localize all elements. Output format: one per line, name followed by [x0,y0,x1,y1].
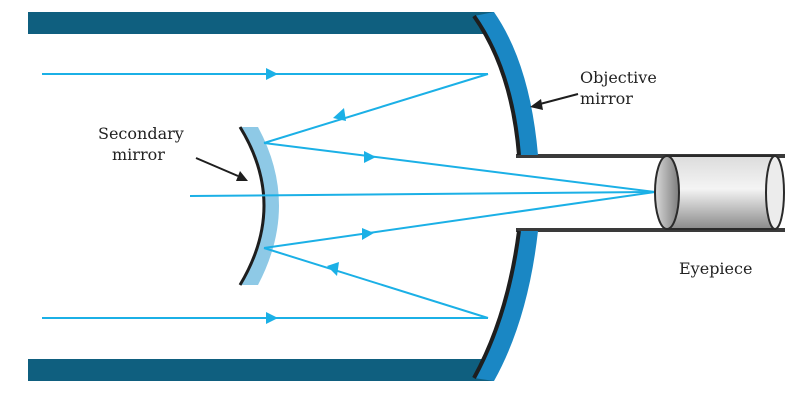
secondary-pointer-line [195,157,239,177]
eyepiece-label: Eyepiece [679,259,752,278]
arrowhead-icon [266,312,278,324]
ray-arrowheads [266,68,376,324]
objective-mirror-upper-edge [472,14,521,156]
secondary-mirror-edge [238,126,266,286]
objective-mirror-label-line1: Objective [580,68,657,87]
tube-top-wall [28,12,494,34]
arrowhead-icon [530,99,543,110]
objective-mirror-lower [474,231,538,381]
axis-ray [189,191,656,197]
ray-to-focus-bottom [263,191,656,249]
objective-pointer-line [539,93,579,105]
label-pointers [195,93,579,181]
eyepiece-far-end [765,155,785,230]
secondary-mirror-label-line2: mirror [112,145,165,164]
arrowhead-icon [327,262,339,276]
arrowhead-icon [362,228,374,240]
objective-mirror-label-line2: mirror [580,89,633,108]
arrowhead-icon [236,171,248,181]
objective-mirror-lower-edge [472,230,521,379]
reflected-ray-bottom [263,247,489,319]
arrowhead-icon [266,68,278,80]
reflected-ray-top [263,73,489,144]
eyepiece-lens [654,155,680,230]
secondary-mirror [240,127,279,285]
arrowhead-icon [333,108,346,121]
objective-mirror-upper [474,12,538,155]
tube-bottom-wall [28,359,494,381]
eyepiece-body [666,155,776,230]
ray-to-focus-top [263,142,656,193]
light-rays [42,73,656,319]
arrowhead-icon [364,151,376,163]
eyepiece [654,155,785,230]
secondary-mirror-label-line1: Secondary [98,124,184,143]
